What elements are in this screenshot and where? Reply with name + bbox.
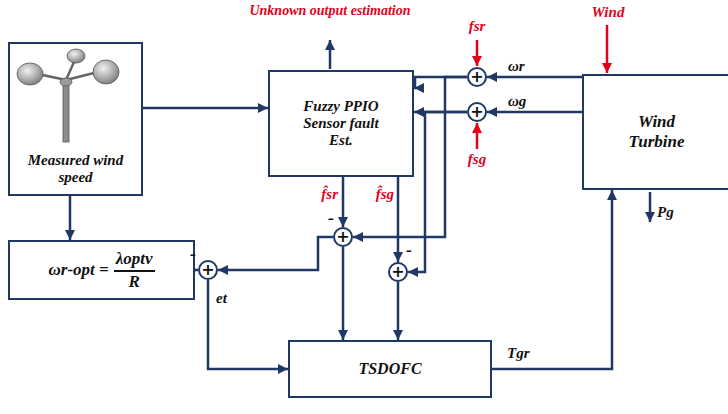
formula-row: ωr-opt = λoptνR	[10, 249, 193, 291]
sum-junction: +	[388, 262, 408, 282]
box-content: Wind Turbine	[584, 112, 728, 151]
sum-sign: +	[201, 262, 214, 278]
anemometer-parts	[17, 49, 119, 142]
signal-connector	[397, 177, 400, 262]
box-content: Measured wind speed	[10, 152, 141, 195]
sign-label: -	[325, 208, 337, 229]
anemometer-arm	[38, 74, 66, 80]
box-content: Fuzzy PPIO Sensor fault Est.	[270, 98, 412, 150]
signal-connector	[218, 237, 333, 270]
signal-connector	[487, 76, 582, 79]
anemometer-hub	[60, 78, 72, 86]
formula-text: R	[128, 272, 139, 292]
sign-label: -	[403, 240, 415, 261]
sum-junction: +	[467, 102, 487, 122]
sum-junction: +	[467, 67, 487, 87]
signal-connector	[414, 77, 467, 88]
signal-label: et	[214, 290, 229, 307]
fault-label: fsr	[457, 18, 497, 35]
signal-connector	[342, 247, 345, 340]
sum-sign: +	[470, 104, 483, 120]
wind-arrow	[606, 25, 609, 73]
fault-arrow	[476, 123, 479, 149]
box-content: TSDOFC	[290, 360, 490, 378]
anemometer-arm	[66, 72, 98, 80]
anemometer-pole	[63, 84, 69, 142]
signal-label: Tgr	[505, 345, 532, 362]
signal-connector	[342, 177, 345, 227]
estimator-box: Fuzzy PPIO Sensor fault Est.	[268, 70, 414, 177]
wind-label: Wind	[583, 4, 633, 21]
turbine-box: Wind Turbine	[582, 74, 728, 190]
sign-label: -	[187, 244, 199, 265]
signal-connector	[492, 190, 612, 369]
sum-junction: +	[198, 260, 218, 280]
anemometer-arm	[66, 62, 74, 80]
controller-box: TSDOFC	[288, 340, 492, 398]
box-text: TSDOFC	[358, 360, 421, 378]
signal-label: Pg	[657, 204, 687, 221]
estimate-label: f̂sg	[352, 186, 394, 203]
signal-connector	[69, 196, 72, 240]
fault-arrow	[476, 40, 479, 66]
anemometer-cup	[67, 49, 85, 63]
signal-connector	[143, 107, 268, 110]
output-arrow	[649, 192, 652, 222]
sum-sign: +	[391, 264, 404, 280]
anemometer-cup	[17, 63, 43, 85]
anemometer-cup	[93, 60, 119, 84]
output-arrow	[329, 40, 332, 69]
signal-label: ωg	[506, 93, 528, 110]
box-text: Wind Turbine	[612, 112, 701, 151]
box-text: Measured wind speed	[24, 152, 127, 187]
formula-fraction: λoptνR	[114, 249, 155, 291]
box-text: Fuzzy PPIO Sensor fault Est.	[292, 98, 390, 150]
sum-sign: +	[336, 229, 349, 245]
formula-text: λoptν	[114, 249, 155, 272]
sensor-box: Measured wind speed	[8, 42, 143, 196]
output-note: Unknown output estimation	[245, 3, 415, 19]
signal-connector	[397, 282, 400, 340]
sum-sign: +	[470, 69, 483, 85]
sum-junction: +	[333, 227, 353, 247]
signal-connector	[208, 280, 288, 369]
formula-box: ωr-opt = λoptνR	[8, 240, 195, 300]
signal-connector	[408, 112, 467, 272]
estimate-label: f̂sr	[296, 186, 338, 203]
signal-label: ωr	[506, 58, 527, 75]
formula-text: ωr-opt =	[48, 260, 108, 280]
fault-label: fsg	[457, 151, 497, 168]
signal-connector	[487, 111, 582, 114]
